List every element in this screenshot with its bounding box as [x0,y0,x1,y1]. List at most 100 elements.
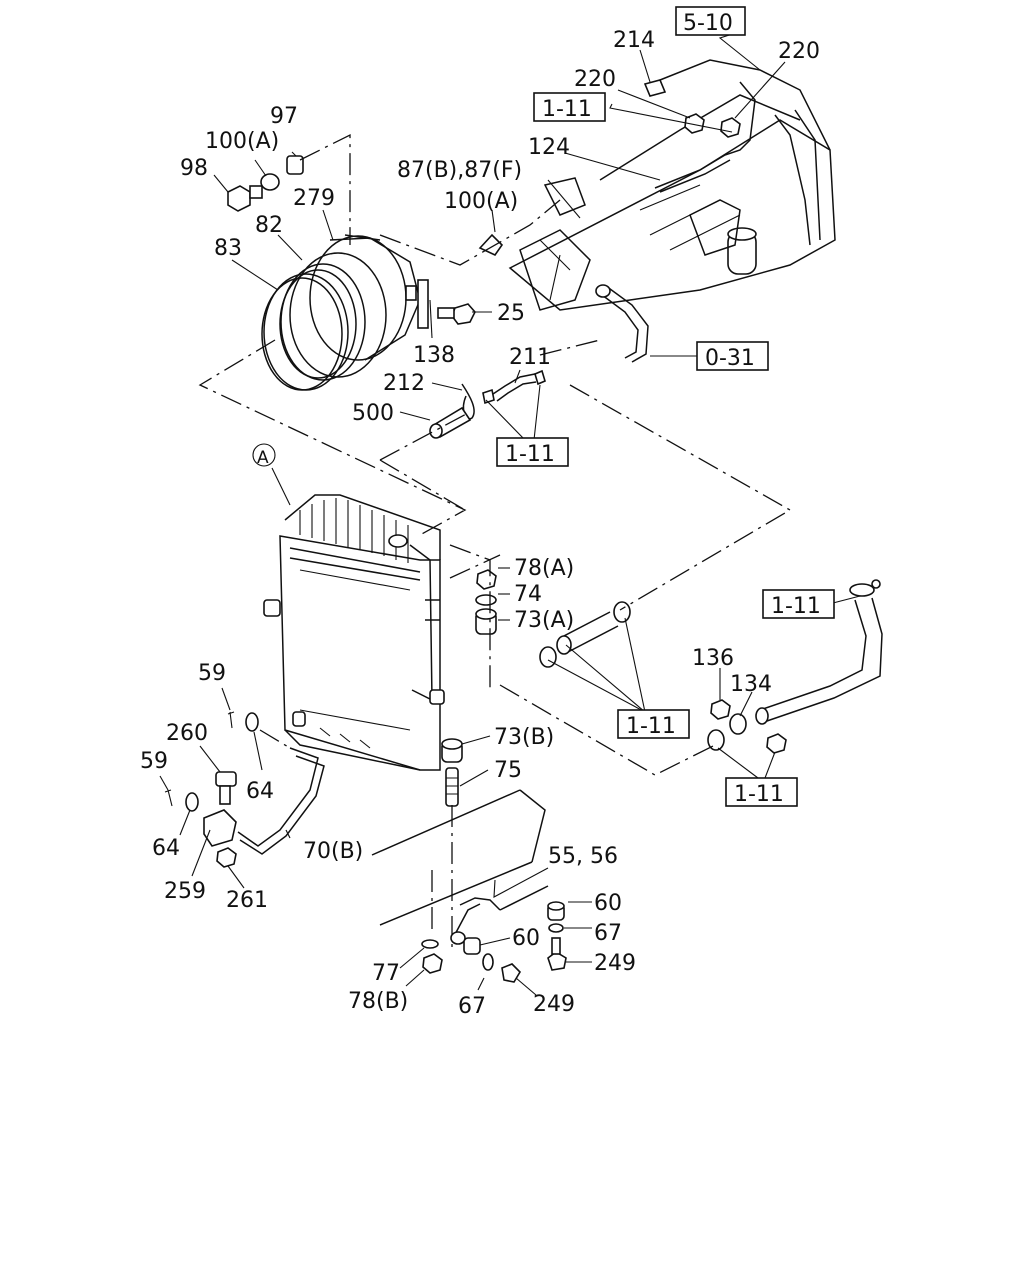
svg-text:0-31: 0-31 [705,346,755,371]
bolt-260 [215,771,237,805]
rubber-73b [441,738,463,763]
clip-212 [461,383,475,420]
pin-59-b [164,789,173,807]
callout-134: 134 [730,672,772,697]
engine-pipe [654,81,756,189]
washer-67-b [482,953,494,971]
callout-249-bottom: 249 [533,992,575,1017]
callout-77: 77 [372,961,400,986]
nut-136 [710,699,731,720]
hose-211 [482,369,546,405]
washer-64-b [185,792,199,812]
svg-text:5-10: 5-10 [683,11,733,36]
svg-text:1-11: 1-11 [626,714,676,739]
callout-249-right: 249 [594,951,636,976]
nut-78b [422,953,443,974]
bushing-100a-top [260,173,280,191]
callout-67-left: 67 [458,994,486,1019]
callout-74: 74 [514,582,542,607]
callout-82: 82 [255,213,283,238]
callout-59-top: 59 [198,661,226,686]
nut-261 [216,847,237,868]
callout-97: 97 [270,104,298,129]
callout-220-right: 220 [778,39,820,64]
callout-136: 136 [692,646,734,671]
ref-box-1-11-bottom[interactable]: 1-11 [725,777,798,807]
clip-214 [643,79,667,97]
callout-83: 83 [214,236,242,261]
callout-138: 138 [413,343,455,368]
callout-500: 500 [352,401,394,426]
engine-assembly [508,59,836,311]
bolt-98 [227,185,263,212]
svg-text:A: A [257,448,269,468]
bushing-60-b [463,937,481,955]
ref-box-1-11-hose[interactable]: 1-11 [496,437,569,467]
nut-78a [476,569,497,590]
washer-67-a [548,923,564,933]
callout-279: 279 [293,186,335,211]
callout-214: 214 [613,28,655,53]
washer-74 [475,594,497,606]
bolt-right [766,733,787,754]
callout-260: 260 [166,721,208,746]
drain-hose-70b [237,747,325,855]
nut-220-left [684,113,705,134]
pin-59-a [227,711,235,729]
leader-lines [159,29,861,996]
bolt-249-a [547,937,567,971]
callout-75: 75 [494,758,522,783]
callout-59-bottom: 59 [140,749,168,774]
svg-text:1-11: 1-11 [505,442,555,467]
callout-212: 212 [383,371,425,396]
ref-box-5-10[interactable]: 5-10 [675,6,746,36]
clamp-band-83 [261,273,349,391]
ref-box-1-11-right[interactable]: 1-11 [762,589,835,619]
centre-lines [198,133,792,776]
fan-shroud-279 [289,234,429,378]
callout-78a: 78(A) [514,556,574,581]
clamp-134 [707,713,747,751]
ref-box-0-31[interactable]: 0-31 [696,341,769,371]
callout-70b: 70(B) [303,839,363,864]
callout-100a-mid: 100(A) [444,189,518,214]
callout-25: 25 [497,301,525,326]
callout-60-right: 60 [594,891,622,916]
bracket-5556 [450,885,549,945]
right-radiator-hose [755,579,883,725]
svg-text:1-11: 1-11 [734,782,784,807]
callout-124: 124 [528,135,570,160]
washer-77 [421,939,439,949]
callout-259: 259 [164,879,206,904]
bolt-25 [437,303,476,325]
callout-78b: 78(B) [348,989,408,1014]
callout-64-left: 64 [152,836,180,861]
nut-220-right [720,117,741,138]
lower-engine-hose [595,284,649,363]
rubber-73a [475,608,497,635]
callout-60-left: 60 [512,926,540,951]
callout-73b: 73(B) [494,725,554,750]
callout-220-left: 220 [574,67,616,92]
callout-87: 87(B),87(F) [397,158,522,183]
callout-211: 211 [509,345,551,370]
radiator-core [263,494,445,771]
bolt-249-b [501,963,522,983]
washer-64-a [245,712,259,732]
svg-text:1-11: 1-11 [771,594,821,619]
ref-box-1-11-top[interactable]: 1-11 [533,92,606,122]
callout-98: 98 [180,156,208,181]
ref-box-1-11-middle[interactable]: 1-11 [617,709,690,739]
bracket-259 [203,809,237,847]
ring-82 [279,263,366,381]
callout-55-56: 55, 56 [548,844,618,869]
bolt-75 [445,767,459,807]
callout-a-circle: A [252,443,276,468]
chassis-frame [371,789,546,950]
cap-97 [286,155,304,175]
callout-100a-top: 100(A) [205,129,279,154]
callout-73a: 73(A) [514,608,574,633]
bushing-60-a [547,901,565,921]
callout-64-right: 64 [246,779,274,804]
